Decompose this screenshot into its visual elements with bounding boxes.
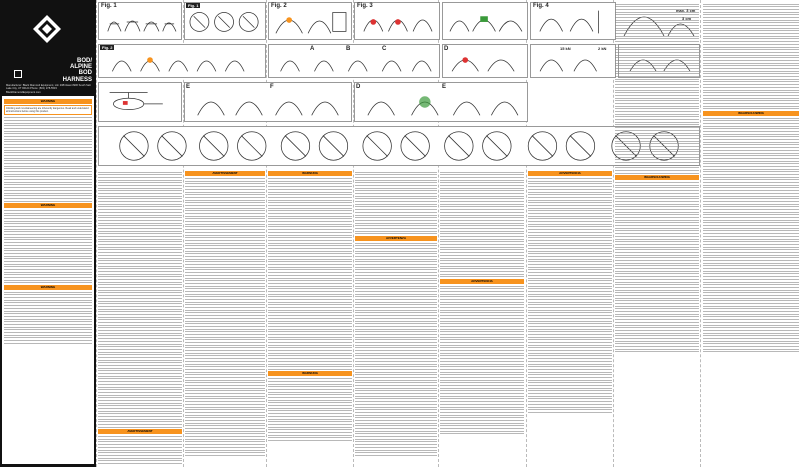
warning-heading-3: WARNING (4, 284, 92, 290)
waarschuwing-heading: WAARSCHUWING (615, 175, 699, 181)
step-d-label: D (444, 46, 449, 52)
text-column-3: AVERTISSEMENT (185, 170, 265, 465)
figure-buckle (184, 2, 266, 40)
fold-line (183, 0, 184, 467)
figure-1-label: Fig. 1 (101, 3, 117, 9)
english-column: WARNING Climbing and mountaineering are … (2, 96, 94, 464)
fold-line (96, 0, 97, 467)
fold-line (700, 0, 701, 467)
fold-line (526, 0, 527, 467)
dimension-label-b: 3 cm (682, 16, 691, 21)
text-column-2: AVERTISSEMENT (98, 170, 182, 465)
figure-leg-loops (268, 2, 352, 40)
text-column-5: AVVERTENZA (355, 170, 437, 465)
fold-line (266, 0, 267, 467)
warnung-heading-2: WARNUNG (268, 371, 352, 377)
figure-buckle-steps (98, 44, 266, 78)
diamond-logo-icon (33, 15, 61, 43)
figure-tie-in-knot (442, 44, 528, 78)
load-15kn-label: 15 kN (560, 46, 571, 51)
warning-text: Climbing and mountaineering are inherent… (4, 105, 92, 116)
avertissement-heading: AVERTISSEMENT (98, 429, 182, 435)
pictogram-area: Fig. 1 Fig. 1 Fig. 2 Fig. 3 (98, 2, 700, 168)
step-f-label: F (270, 84, 274, 90)
manufacturer-info: Manufacturer: Black Diamond Equipment, L… (6, 84, 91, 94)
warning-pictograms (98, 126, 700, 166)
step-d-label-2: D (356, 84, 361, 90)
figure-d-e-knots (354, 82, 528, 122)
advertencia-heading: ADVERTENCIA (440, 278, 524, 284)
text-column-7: ADVERTENCIA (528, 170, 612, 465)
text-column-4: WARNUNG WARNUNG (268, 170, 352, 465)
step-a-label: A (310, 46, 315, 52)
figure-3-label: Fig. 3 (357, 3, 373, 9)
step-c-label: C (382, 46, 387, 52)
figure-belay-loop (530, 2, 616, 40)
step-e-label: E (186, 84, 191, 90)
avvertenza-heading: AVVERTENZA (355, 235, 437, 241)
step-e-label-2: E (442, 84, 447, 90)
figure-e-f-steps (184, 82, 352, 122)
fold-line (613, 0, 614, 467)
figure-2-label: Fig. 2 (271, 3, 287, 9)
text-column-9: WAARSCHUWING (703, 2, 799, 465)
manual-icon (14, 70, 22, 78)
figure-2-tag: Fig. 2 (100, 45, 115, 50)
text-column-8: WAARSCHUWING (615, 2, 699, 465)
figure-4-label: Fig. 4 (533, 3, 549, 9)
step-b-label: B (346, 46, 351, 52)
fold-line (353, 0, 354, 467)
avertissement-heading-2: AVERTISSEMENT (185, 171, 265, 177)
figure-helicopter (98, 82, 182, 122)
product-title: BOD/ ALPINE BOD HARNESS (62, 58, 92, 83)
load-2kn-label: 2 kN (598, 46, 607, 51)
figure-rope-loading (530, 44, 616, 78)
advertencia-heading-2: ADVERTENCIA (528, 171, 612, 177)
fold-line (438, 0, 439, 467)
figure-gear-loops (442, 2, 528, 40)
dimension-label-a: max. 3 cm (676, 8, 695, 13)
waarschuwing-heading-2: WAARSCHUWING (703, 110, 799, 116)
figure-harness-fit (98, 2, 182, 40)
text-column-6: ADVERTENCIA (440, 170, 524, 465)
figure-steps-abc (268, 44, 440, 78)
warning-heading-2: WARNING (4, 202, 92, 208)
figure-tie-in (354, 2, 440, 40)
warnung-heading: WARNUNG (268, 171, 352, 177)
figure-1-tag: Fig. 1 (186, 3, 201, 8)
warning-heading: WARNING (4, 99, 92, 105)
